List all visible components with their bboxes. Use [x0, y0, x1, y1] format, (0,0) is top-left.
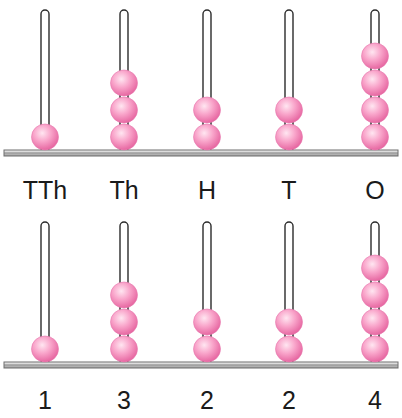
- place-value-label: O: [365, 178, 384, 203]
- abacus-bead: [194, 124, 221, 150]
- abacus-bead: [362, 309, 389, 335]
- digit-label: 2: [282, 388, 296, 413]
- abacus-bead: [111, 97, 138, 123]
- digit-label: 1: [38, 388, 52, 413]
- abacus-bead: [276, 336, 303, 362]
- abacus-base: [4, 150, 398, 156]
- place-value-label: TTh: [23, 178, 67, 203]
- place-value-label: H: [198, 178, 216, 203]
- place-value-label: Th: [109, 178, 138, 203]
- abacus-bead: [111, 336, 138, 362]
- abacus-bead: [362, 124, 389, 150]
- abacus-bead: [194, 97, 221, 123]
- abacus-bead: [276, 309, 303, 335]
- abacus-bead: [111, 70, 138, 96]
- abacus-bead: [32, 336, 59, 362]
- abacus-bead: [362, 70, 389, 96]
- abacus-bead: [276, 97, 303, 123]
- digit-label: 4: [368, 388, 382, 413]
- abacus-bead: [362, 43, 389, 69]
- abacus-bead: [111, 282, 138, 308]
- abacus-bead: [111, 124, 138, 150]
- abacus-bead: [362, 336, 389, 362]
- abacus-base-line: [4, 153, 398, 154]
- abacus-bead: [362, 97, 389, 123]
- digit-label: 2: [200, 388, 214, 413]
- place-value-label: T: [281, 178, 296, 203]
- abacus-bead: [362, 255, 389, 281]
- abacus-base: [4, 362, 398, 368]
- abacus-bead: [194, 336, 221, 362]
- abacus-bead: [32, 124, 59, 150]
- abacus-bead: [276, 124, 303, 150]
- abacus-bead: [362, 282, 389, 308]
- abacus-bead: [111, 309, 138, 335]
- digit-label: 3: [117, 388, 131, 413]
- abacus-base-line: [4, 365, 398, 366]
- abacus-bead: [194, 309, 221, 335]
